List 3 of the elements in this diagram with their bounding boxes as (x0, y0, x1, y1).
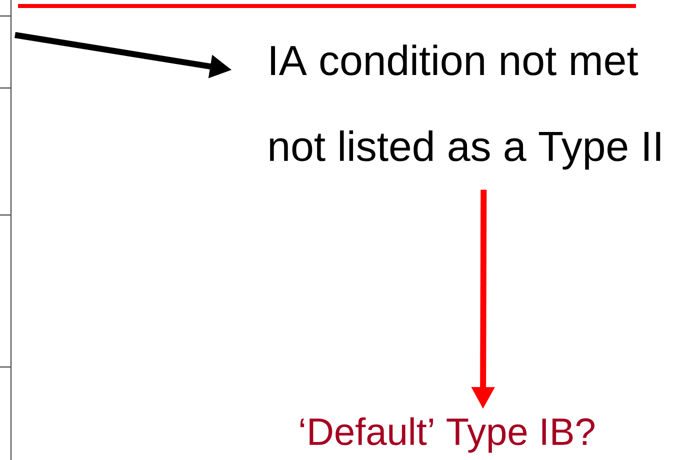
condition-text: IA condition not met (271, 44, 638, 76)
condition-text: not listed as a Type II (270, 130, 660, 170)
result-text: ‘Default’ Type IB? (300, 417, 594, 453)
